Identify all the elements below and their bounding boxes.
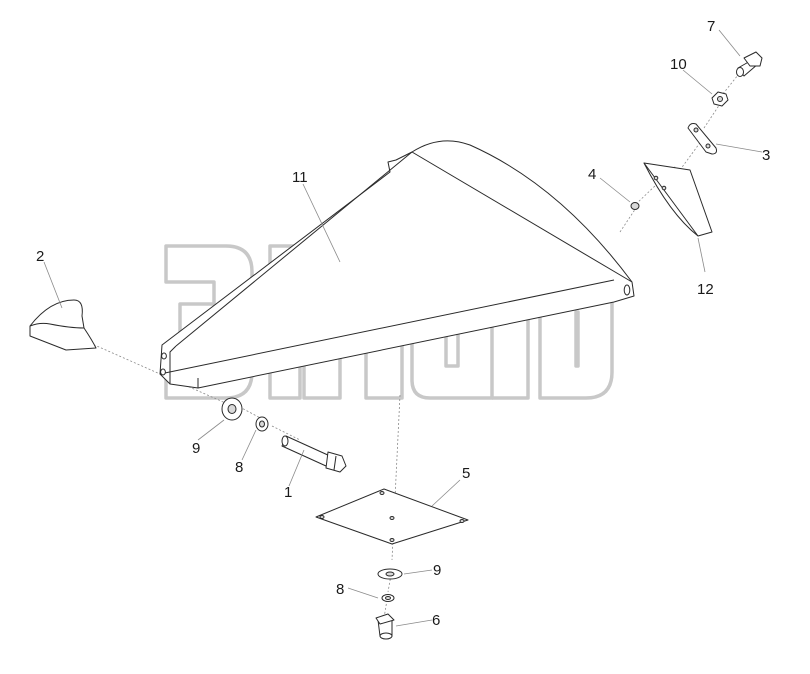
part-2-end-cap: [29, 299, 97, 351]
callout-9-left: 9: [192, 440, 200, 457]
part-10-nut: [711, 91, 729, 107]
callout-7: 7: [707, 18, 715, 35]
part-5-plate: [315, 488, 469, 545]
callout-2: 2: [36, 248, 44, 265]
callout-numbers: 1 2 3 4 5 6 7 8 8 9 9 10 11 12: [36, 18, 770, 629]
callout-5: 5: [462, 465, 470, 482]
part-8-lock-washer-lower: [381, 594, 395, 602]
part-11-hood: [159, 140, 635, 389]
callout-12: 12: [697, 281, 714, 298]
part-7-bolt-upper: [736, 51, 763, 77]
callout-8-left: 8: [235, 459, 243, 476]
part-6-bolt-lower: [375, 613, 395, 640]
part-9-washer-lower: [377, 568, 403, 580]
callout-6: 6: [432, 612, 440, 629]
callout-4: 4: [588, 166, 596, 183]
part-4-small-nut: [630, 202, 640, 210]
part-9-washer-left: [221, 397, 243, 421]
part-12-bracket: [643, 162, 713, 237]
part-8-lock-washer-left: [255, 416, 269, 432]
callout-lines: [43, 29, 763, 627]
callout-3: 3: [762, 147, 770, 164]
callout-11: 11: [292, 169, 308, 186]
callout-9-lower: 9: [433, 562, 441, 579]
callout-1: 1: [284, 484, 292, 501]
callout-8-lower: 8: [336, 581, 344, 598]
part-3-strap: [687, 123, 717, 155]
callout-10: 10: [670, 56, 687, 73]
part-1-bolt: [281, 435, 347, 473]
